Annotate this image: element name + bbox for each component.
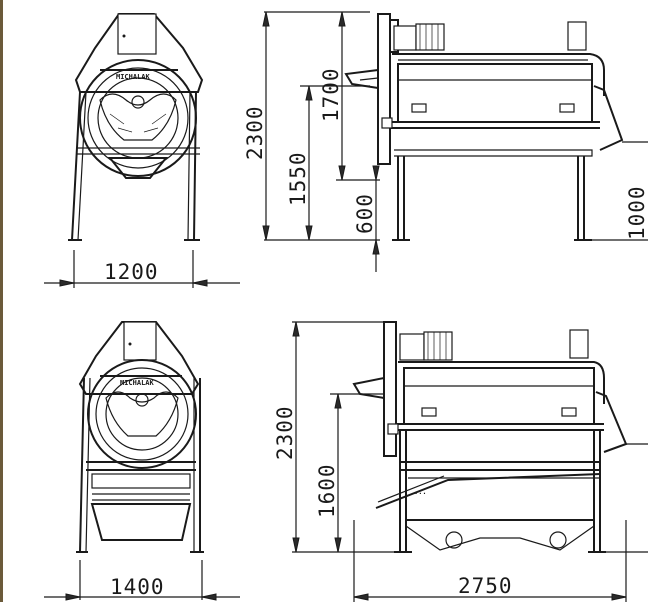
dim-ext-2750: [353, 520, 627, 602]
brand-label-top: MICHALAK: [116, 73, 151, 81]
side-view-top: 2300 1550 1700 600: [243, 11, 648, 272]
frame-crossbar: [76, 147, 200, 155]
dim-arrows-1400: [65, 593, 217, 601]
dim-label-2300-top: 2300: [243, 105, 267, 160]
dim-label-1550: 1550: [286, 151, 310, 206]
handle-right: [559, 103, 575, 113]
hopper: [107, 157, 169, 179]
side-legs-bottom: [399, 430, 601, 552]
base-hopper: [405, 525, 595, 551]
dim-label-1600: 1600: [315, 463, 339, 518]
wheel-left: [445, 531, 463, 549]
sorting-chute: [375, 473, 601, 509]
motor: [415, 23, 445, 51]
inlet-chute: [344, 69, 379, 89]
control-box-bottom: [569, 329, 589, 359]
dim-arrows-1600: [334, 393, 342, 553]
motor-box-bottom: [123, 321, 157, 361]
dim-label-1200: 1200: [104, 260, 159, 284]
housing-base: [390, 121, 600, 129]
front-view-bottom: MICHALAK 1400: [44, 321, 240, 601]
dim-ext-2300-bottom: [292, 321, 394, 553]
front-view-top: MICHALAK 1200: [44, 13, 240, 288]
drum-inner: [87, 67, 189, 169]
frame-legs-inner: [77, 91, 191, 241]
sorting-rails: [92, 493, 190, 501]
dim-label-2300-bottom: 2300: [273, 405, 297, 460]
motor-fins: [419, 24, 439, 50]
dim-label-1400: 1400: [110, 575, 165, 599]
drum-core: [97, 77, 179, 159]
drum-details: [109, 113, 167, 133]
handle-right-bottom: [561, 407, 577, 417]
motor-box: [117, 13, 157, 55]
dim-arrows-600: [372, 165, 380, 255]
drum-hub-bottom: [135, 393, 149, 407]
dim-label-1700: 1700: [319, 67, 343, 122]
side-legs: [397, 156, 585, 240]
front-panel: [377, 13, 391, 165]
wheel-right: [549, 531, 567, 549]
housing-base-bottom: [396, 423, 604, 431]
side-view-bottom: 2300 1600 .:.: [273, 321, 648, 602]
box-screw: [122, 34, 126, 38]
dim-label-1000: 1000: [625, 185, 648, 240]
inlet-chute-bottom: [352, 377, 385, 399]
dim-arrows-1700: [338, 11, 346, 181]
outlet-ramp-bottom: [595, 391, 628, 453]
control-box: [567, 21, 587, 51]
drum-housing: [397, 63, 593, 123]
frame-crossbar-bottom: [86, 461, 196, 471]
hood-top: [392, 53, 605, 96]
lower-hopper: [90, 503, 192, 541]
drum-vanes-bottom: [105, 391, 179, 437]
dim-label-600: 600: [353, 193, 377, 234]
drum-outer-bottom: [87, 359, 197, 469]
dim-arrows-2300-bottom: [292, 321, 300, 553]
box-screw-bottom: [128, 342, 132, 346]
front-panel-bottom: [383, 321, 397, 457]
dim-ext-1200: [73, 250, 194, 288]
drum-hub: [131, 95, 145, 109]
frame-legs-bottom: [79, 377, 201, 553]
dim-arrows-1200: [59, 279, 208, 287]
outlet-ramp: [593, 85, 624, 151]
drum-vanes: [99, 93, 177, 141]
handle-left-bottom: [421, 407, 437, 417]
dim-ext-2300-top: [264, 11, 380, 241]
sorting-tray: [91, 473, 191, 489]
hood-top-bottom: [398, 361, 605, 404]
inlet-detail: [359, 77, 379, 81]
motor-fins-bottom: [427, 332, 447, 360]
drum-core-bottom: [105, 377, 179, 451]
bearing: [381, 117, 393, 129]
dim-arrows-2750: [353, 593, 627, 601]
handle-left: [411, 103, 427, 113]
motor-bottom: [423, 331, 453, 361]
edge-strip: [0, 0, 3, 602]
motor-coupling: [393, 25, 417, 51]
sorting-chute-edge: [377, 475, 445, 503]
dim-arrows-2300-top: [262, 11, 270, 241]
belt-marker: .:.: [414, 488, 427, 496]
drum-inner-bottom: [95, 367, 189, 461]
dim-ext-1400: [79, 560, 203, 600]
frame-legs-inner-bottom: [85, 377, 195, 553]
lower-frame: [394, 149, 593, 157]
dim-label-2750: 2750: [458, 574, 513, 598]
bearing-bottom: [387, 423, 399, 435]
motor-coupling-bottom: [399, 333, 425, 361]
lower-rail: [400, 461, 600, 471]
frame-legs-outer: [71, 91, 197, 241]
brand-label-bottom: MICHALAK: [120, 379, 155, 387]
dim-arrows-1550: [305, 85, 313, 241]
hood-outline: [74, 13, 204, 93]
